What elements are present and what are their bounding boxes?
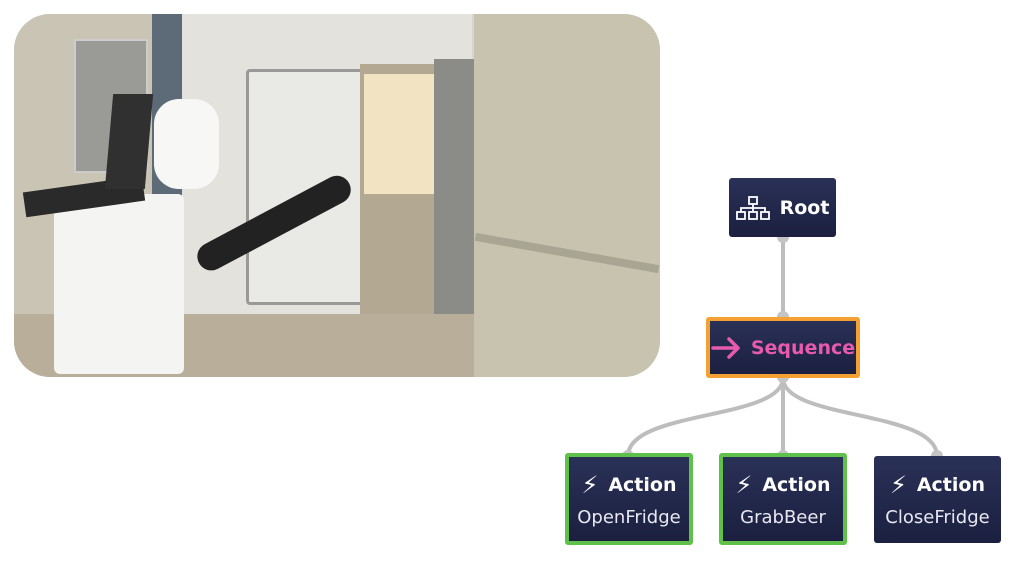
sequence-label: Sequence: [750, 336, 856, 359]
root-node[interactable]: Root: [729, 178, 836, 237]
link-sequence-closefridge: [781, 377, 939, 457]
link-sequence-openfridge: [626, 377, 785, 457]
action-type: Action: [608, 473, 677, 496]
action-name: OpenFridge: [577, 506, 681, 528]
action-name: CloseFridge: [885, 507, 990, 528]
action-name: GrabBeer: [740, 506, 826, 528]
action-node-closefridge[interactable]: ⚡︎ Action CloseFridge: [874, 456, 1001, 543]
robot-fridge-photo: [14, 14, 660, 377]
action-node-grabbeer[interactable]: ⚡︎ Action GrabBeer: [719, 453, 847, 545]
lightning-icon: ⚡︎: [889, 471, 907, 499]
lightning-icon: ⚡︎: [581, 470, 599, 499]
action-type: Action: [762, 473, 831, 496]
root-label: Root: [779, 196, 830, 219]
lightning-icon: ⚡︎: [735, 470, 753, 499]
hierarchy-icon: [735, 195, 770, 220]
sequence-node[interactable]: Sequence: [706, 317, 860, 378]
arrow-right-icon: [711, 336, 740, 359]
action-type: Action: [916, 474, 985, 496]
action-node-openfridge[interactable]: ⚡︎ Action OpenFridge: [565, 453, 693, 545]
